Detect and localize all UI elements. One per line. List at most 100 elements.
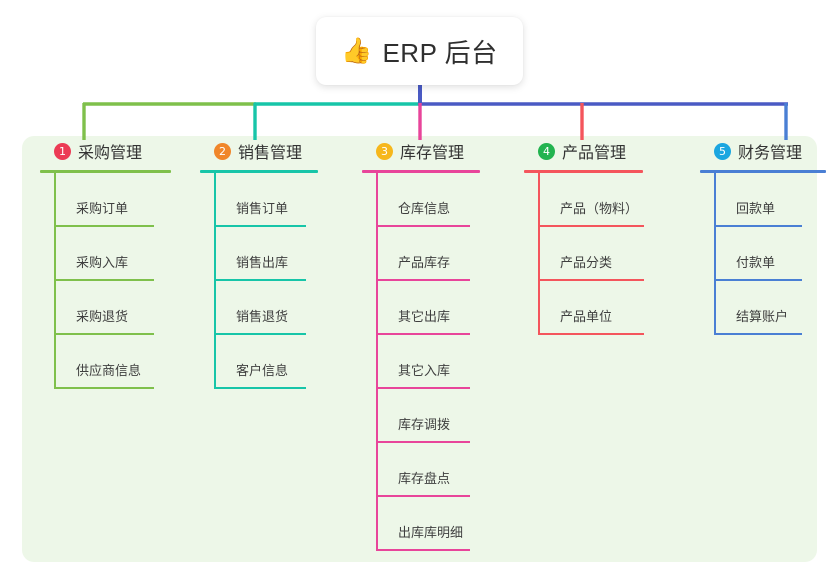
leaf-item[interactable]: 客户信息 bbox=[214, 335, 318, 389]
column-header-4[interactable]: 4 产品管理 bbox=[524, 136, 643, 166]
leaf-item-rule bbox=[376, 441, 470, 443]
column-rule-1 bbox=[40, 170, 171, 173]
column-badge-3: 3 bbox=[376, 142, 393, 160]
leaf-item-rule bbox=[538, 225, 644, 227]
leaf-item-label: 产品分类 bbox=[560, 255, 613, 270]
column-rule-5 bbox=[700, 170, 826, 173]
leaf-item-label: 付款单 bbox=[736, 255, 776, 270]
leaf-item-label: 产品（物料） bbox=[560, 201, 639, 216]
leaf-item[interactable]: 结算账户 bbox=[714, 281, 826, 335]
leaf-item[interactable]: 出库库明细 bbox=[376, 497, 480, 551]
leaf-item-label: 回款单 bbox=[736, 201, 776, 216]
leaf-item-label: 出库库明细 bbox=[398, 525, 464, 540]
column-title-2: 销售管理 bbox=[238, 145, 303, 162]
leaf-item-label: 客户信息 bbox=[236, 363, 289, 378]
column-header-2[interactable]: 2 销售管理 bbox=[200, 136, 318, 166]
column-title-4: 产品管理 bbox=[562, 145, 627, 162]
leaf-item-rule bbox=[376, 279, 470, 281]
leaf-item-rule bbox=[214, 225, 306, 227]
leaf-item-rule bbox=[538, 333, 644, 335]
leaf-item[interactable]: 产品（物料） bbox=[538, 173, 644, 227]
column-badge-5: 5 bbox=[714, 142, 731, 160]
column-items-2: 销售订单销售出库销售退货客户信息 bbox=[200, 173, 318, 389]
leaf-item-rule bbox=[714, 279, 802, 281]
leaf-item-rule bbox=[214, 333, 306, 335]
root-title-card[interactable]: 👍 ERP 后台 bbox=[316, 17, 523, 85]
column-rule-2 bbox=[200, 170, 318, 173]
leaf-item-label: 结算账户 bbox=[736, 309, 789, 324]
column-spine-4 bbox=[538, 173, 540, 335]
leaf-item-rule bbox=[714, 333, 802, 335]
leaf-item[interactable]: 库存调拨 bbox=[376, 389, 480, 443]
leaf-item-rule bbox=[54, 333, 154, 335]
column-spine-3 bbox=[376, 173, 378, 551]
column-1: 1 采购管理采购订单采购入库采购退货供应商信息 bbox=[40, 136, 171, 389]
column-title-3: 库存管理 bbox=[400, 145, 465, 162]
leaf-item-label: 销售退货 bbox=[236, 309, 289, 324]
leaf-item[interactable]: 销售订单 bbox=[214, 173, 318, 227]
leaf-item[interactable]: 销售出库 bbox=[214, 227, 318, 281]
column-rule-4 bbox=[524, 170, 643, 173]
column-title-5: 财务管理 bbox=[738, 145, 803, 162]
column-header-1[interactable]: 1 采购管理 bbox=[40, 136, 171, 166]
leaf-item[interactable]: 产品分类 bbox=[538, 227, 644, 281]
leaf-item-label: 供应商信息 bbox=[76, 363, 142, 378]
leaf-item[interactable]: 库存盘点 bbox=[376, 443, 480, 497]
column-badge-1: 1 bbox=[54, 142, 71, 160]
column-2: 2 销售管理销售订单销售出库销售退货客户信息 bbox=[200, 136, 318, 389]
column-items-3: 仓库信息产品库存其它出库其它入库库存调拨库存盘点出库库明细 bbox=[362, 173, 480, 551]
leaf-item-rule bbox=[376, 225, 470, 227]
leaf-item-rule bbox=[54, 225, 154, 227]
column-badge-4: 4 bbox=[538, 142, 555, 160]
diagram-panel bbox=[22, 136, 817, 562]
leaf-item-label: 采购订单 bbox=[76, 201, 129, 216]
column-header-3[interactable]: 3 库存管理 bbox=[362, 136, 480, 166]
leaf-item-rule bbox=[214, 279, 306, 281]
column-title-1: 采购管理 bbox=[78, 145, 143, 162]
leaf-item-label: 库存调拨 bbox=[398, 417, 451, 432]
column-items-1: 采购订单采购入库采购退货供应商信息 bbox=[40, 173, 171, 389]
leaf-item-rule bbox=[54, 387, 154, 389]
column-spine-1 bbox=[54, 173, 56, 389]
leaf-item[interactable]: 仓库信息 bbox=[376, 173, 480, 227]
column-group: 1 采购管理采购订单采购入库采购退货供应商信息 2 销售管理销售订单销售出库销售退货客… bbox=[22, 136, 826, 562]
leaf-item[interactable]: 采购入库 bbox=[54, 227, 171, 281]
column-3: 3 库存管理仓库信息产品库存其它出库其它入库库存调拨库存盘点出库库明细 bbox=[362, 136, 480, 551]
leaf-item-rule bbox=[54, 279, 154, 281]
leaf-item[interactable]: 其它入库 bbox=[376, 335, 480, 389]
leaf-item-rule bbox=[376, 333, 470, 335]
leaf-item[interactable]: 付款单 bbox=[714, 227, 826, 281]
leaf-item[interactable]: 销售退货 bbox=[214, 281, 318, 335]
leaf-item-label: 采购入库 bbox=[76, 255, 129, 270]
column-5: 5 财务管理回款单付款单结算账户 bbox=[700, 136, 826, 335]
column-spine-5 bbox=[714, 173, 716, 335]
leaf-item[interactable]: 采购退货 bbox=[54, 281, 171, 335]
leaf-item-rule bbox=[538, 279, 644, 281]
page-title: ERP 后台 bbox=[382, 37, 498, 68]
leaf-item-label: 销售订单 bbox=[236, 201, 289, 216]
leaf-item-label: 其它入库 bbox=[398, 363, 451, 378]
leaf-item-label: 采购退货 bbox=[76, 309, 129, 324]
leaf-item-label: 库存盘点 bbox=[398, 471, 451, 486]
leaf-item-rule bbox=[376, 549, 470, 551]
leaf-item-label: 其它出库 bbox=[398, 309, 451, 324]
column-spine-2 bbox=[214, 173, 216, 389]
leaf-item[interactable]: 回款单 bbox=[714, 173, 826, 227]
column-badge-2: 2 bbox=[214, 142, 231, 160]
leaf-item[interactable]: 产品单位 bbox=[538, 281, 644, 335]
leaf-item-rule bbox=[714, 225, 802, 227]
column-items-5: 回款单付款单结算账户 bbox=[700, 173, 826, 335]
leaf-item-rule bbox=[214, 387, 306, 389]
leaf-item-rule bbox=[376, 495, 470, 497]
column-header-5[interactable]: 5 财务管理 bbox=[700, 136, 826, 166]
column-rule-3 bbox=[362, 170, 480, 173]
leaf-item[interactable]: 采购订单 bbox=[54, 173, 171, 227]
leaf-item-label: 产品单位 bbox=[560, 309, 613, 324]
leaf-item-rule bbox=[376, 387, 470, 389]
leaf-item-label: 销售出库 bbox=[236, 255, 289, 270]
leaf-item-label: 产品库存 bbox=[398, 255, 451, 270]
leaf-item[interactable]: 其它出库 bbox=[376, 281, 480, 335]
leaf-item[interactable]: 供应商信息 bbox=[54, 335, 171, 389]
leaf-item[interactable]: 产品库存 bbox=[376, 227, 480, 281]
